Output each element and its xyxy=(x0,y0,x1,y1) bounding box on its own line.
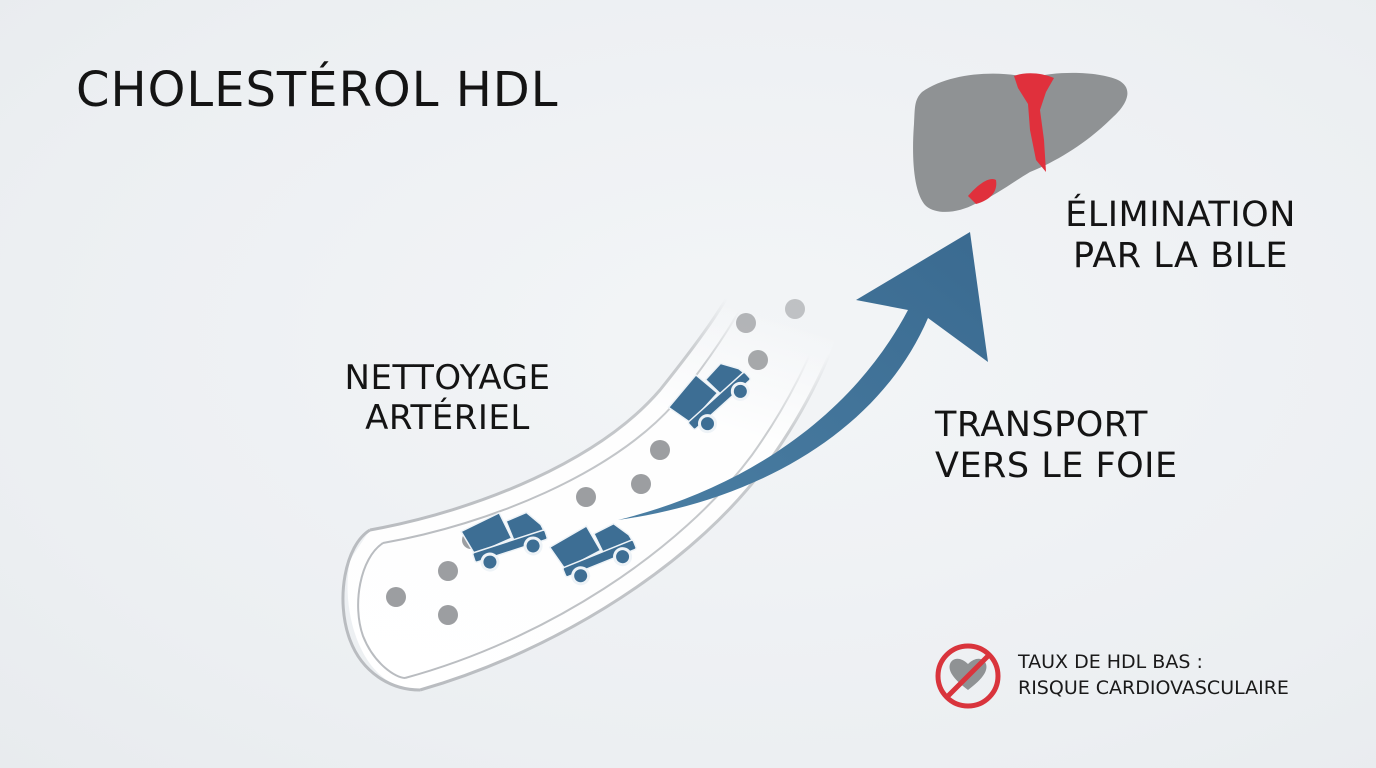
particle xyxy=(650,440,670,460)
label-bile-elimination: ÉLIMINATION PAR LA BILE xyxy=(1058,195,1303,278)
particle xyxy=(748,350,768,370)
warning-icon-space xyxy=(934,638,1004,714)
liver-icon xyxy=(913,72,1128,212)
label-line: ARTÉRIEL xyxy=(365,398,530,439)
label-line: VERS LE FOIE xyxy=(935,446,1178,487)
particle xyxy=(386,587,406,607)
truck-icon xyxy=(548,522,637,586)
warning-text: TAUX DE HDL BAS : RISQUE CARDIOVASCULAIR… xyxy=(1018,650,1289,701)
label-line: NETTOYAGE xyxy=(344,358,551,398)
low-hdl-warning: TAUX DE HDL BAS : RISQUE CARDIOVASCULAIR… xyxy=(934,638,1289,714)
particle xyxy=(576,487,596,507)
label-line: PAR LA BILE xyxy=(1072,236,1289,277)
label-transport-liver: TRANSPORT VERS LE FOIE xyxy=(935,405,1178,488)
label-line: ÉLIMINATION xyxy=(1065,195,1296,235)
artery-icon xyxy=(341,239,864,692)
particle xyxy=(438,605,458,625)
particle xyxy=(631,474,651,494)
warning-line: TAUX DE HDL BAS : xyxy=(1018,651,1203,674)
truck-icon xyxy=(667,362,751,434)
particle xyxy=(438,561,458,581)
page-title: CHOLESTÉROL HDL xyxy=(76,62,559,118)
label-arterial-cleaning: NETTOYAGE ARTÉRIEL xyxy=(340,358,555,438)
truck-icon xyxy=(460,511,548,572)
label-line: TRANSPORT xyxy=(935,405,1148,445)
particle xyxy=(736,313,756,333)
particle xyxy=(785,299,805,319)
warning-line: RISQUE CARDIOVASCULAIRE xyxy=(1018,677,1289,699)
arrow-icon xyxy=(618,232,988,520)
no-heart-icon xyxy=(935,643,1001,709)
